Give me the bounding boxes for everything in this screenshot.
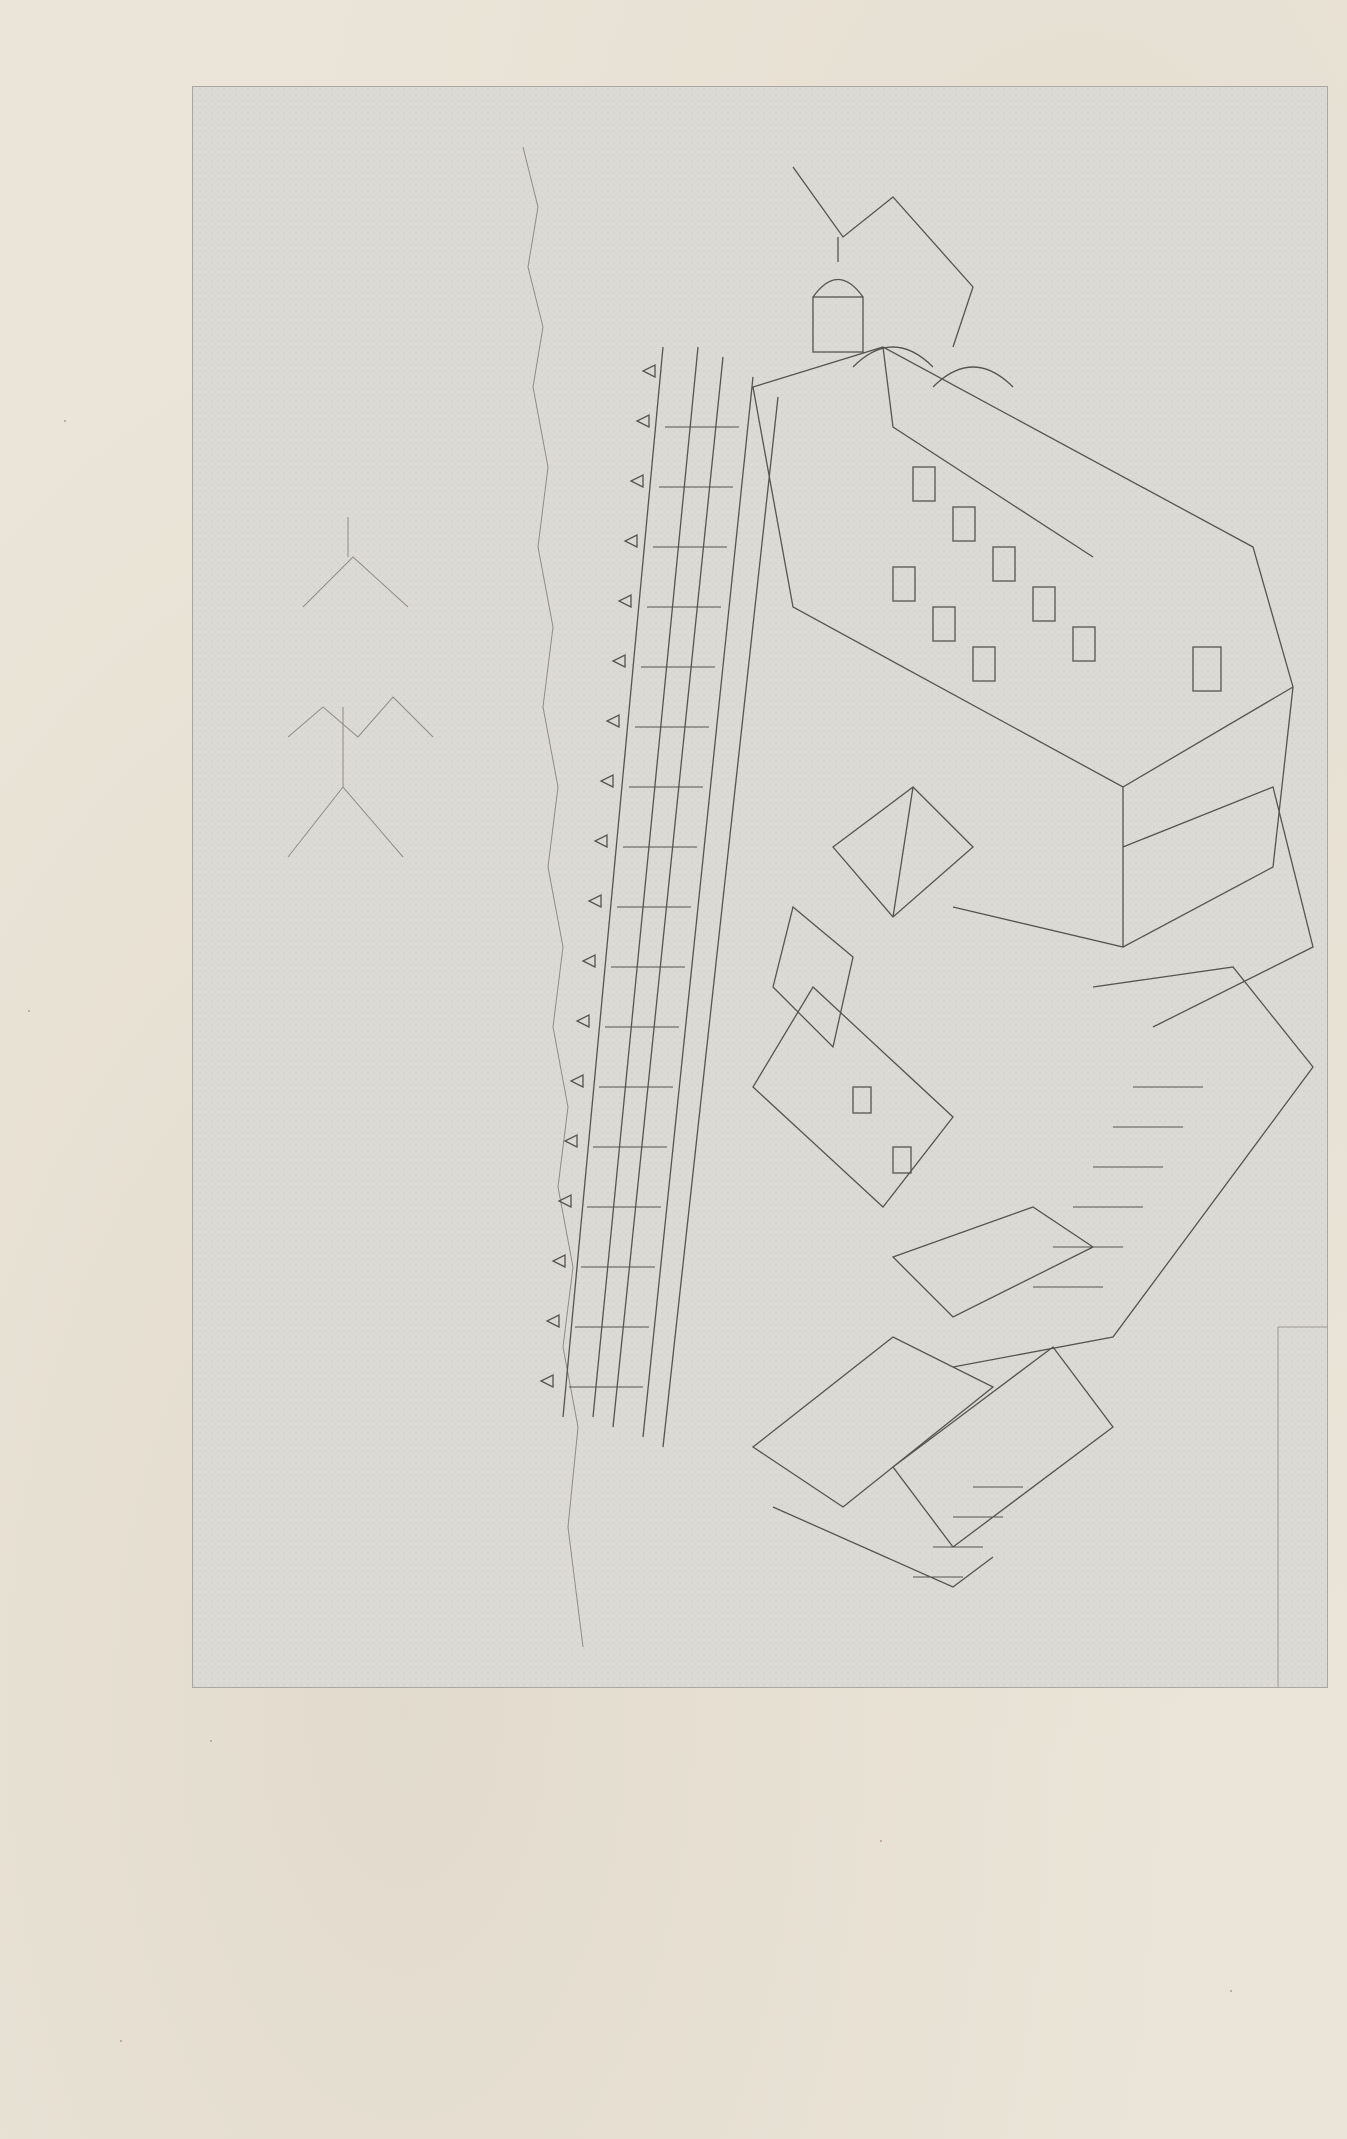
plate-inner-frame	[1277, 1326, 1327, 1687]
illustration-plate	[192, 86, 1328, 1688]
paper-speck	[880, 1840, 882, 1842]
dome-towers	[792, 166, 1014, 388]
arcade-facade	[562, 346, 779, 1448]
paper-speck	[28, 1010, 30, 1012]
paper-speck	[210, 1740, 212, 1742]
paper-speck	[120, 2040, 122, 2042]
roof-wings	[751, 786, 1314, 1588]
roof-ribbing	[913, 1086, 1203, 1578]
finials	[539, 363, 656, 1389]
main-block	[752, 346, 1294, 948]
arcade-columns	[569, 426, 739, 1388]
skyline	[287, 146, 584, 1648]
courtyard-structure	[772, 786, 974, 1174]
drawing-lines	[287, 146, 1327, 1687]
paper-speck	[1230, 1990, 1232, 1992]
palace-drawing	[193, 87, 1327, 1687]
paper-speck	[64, 420, 66, 422]
